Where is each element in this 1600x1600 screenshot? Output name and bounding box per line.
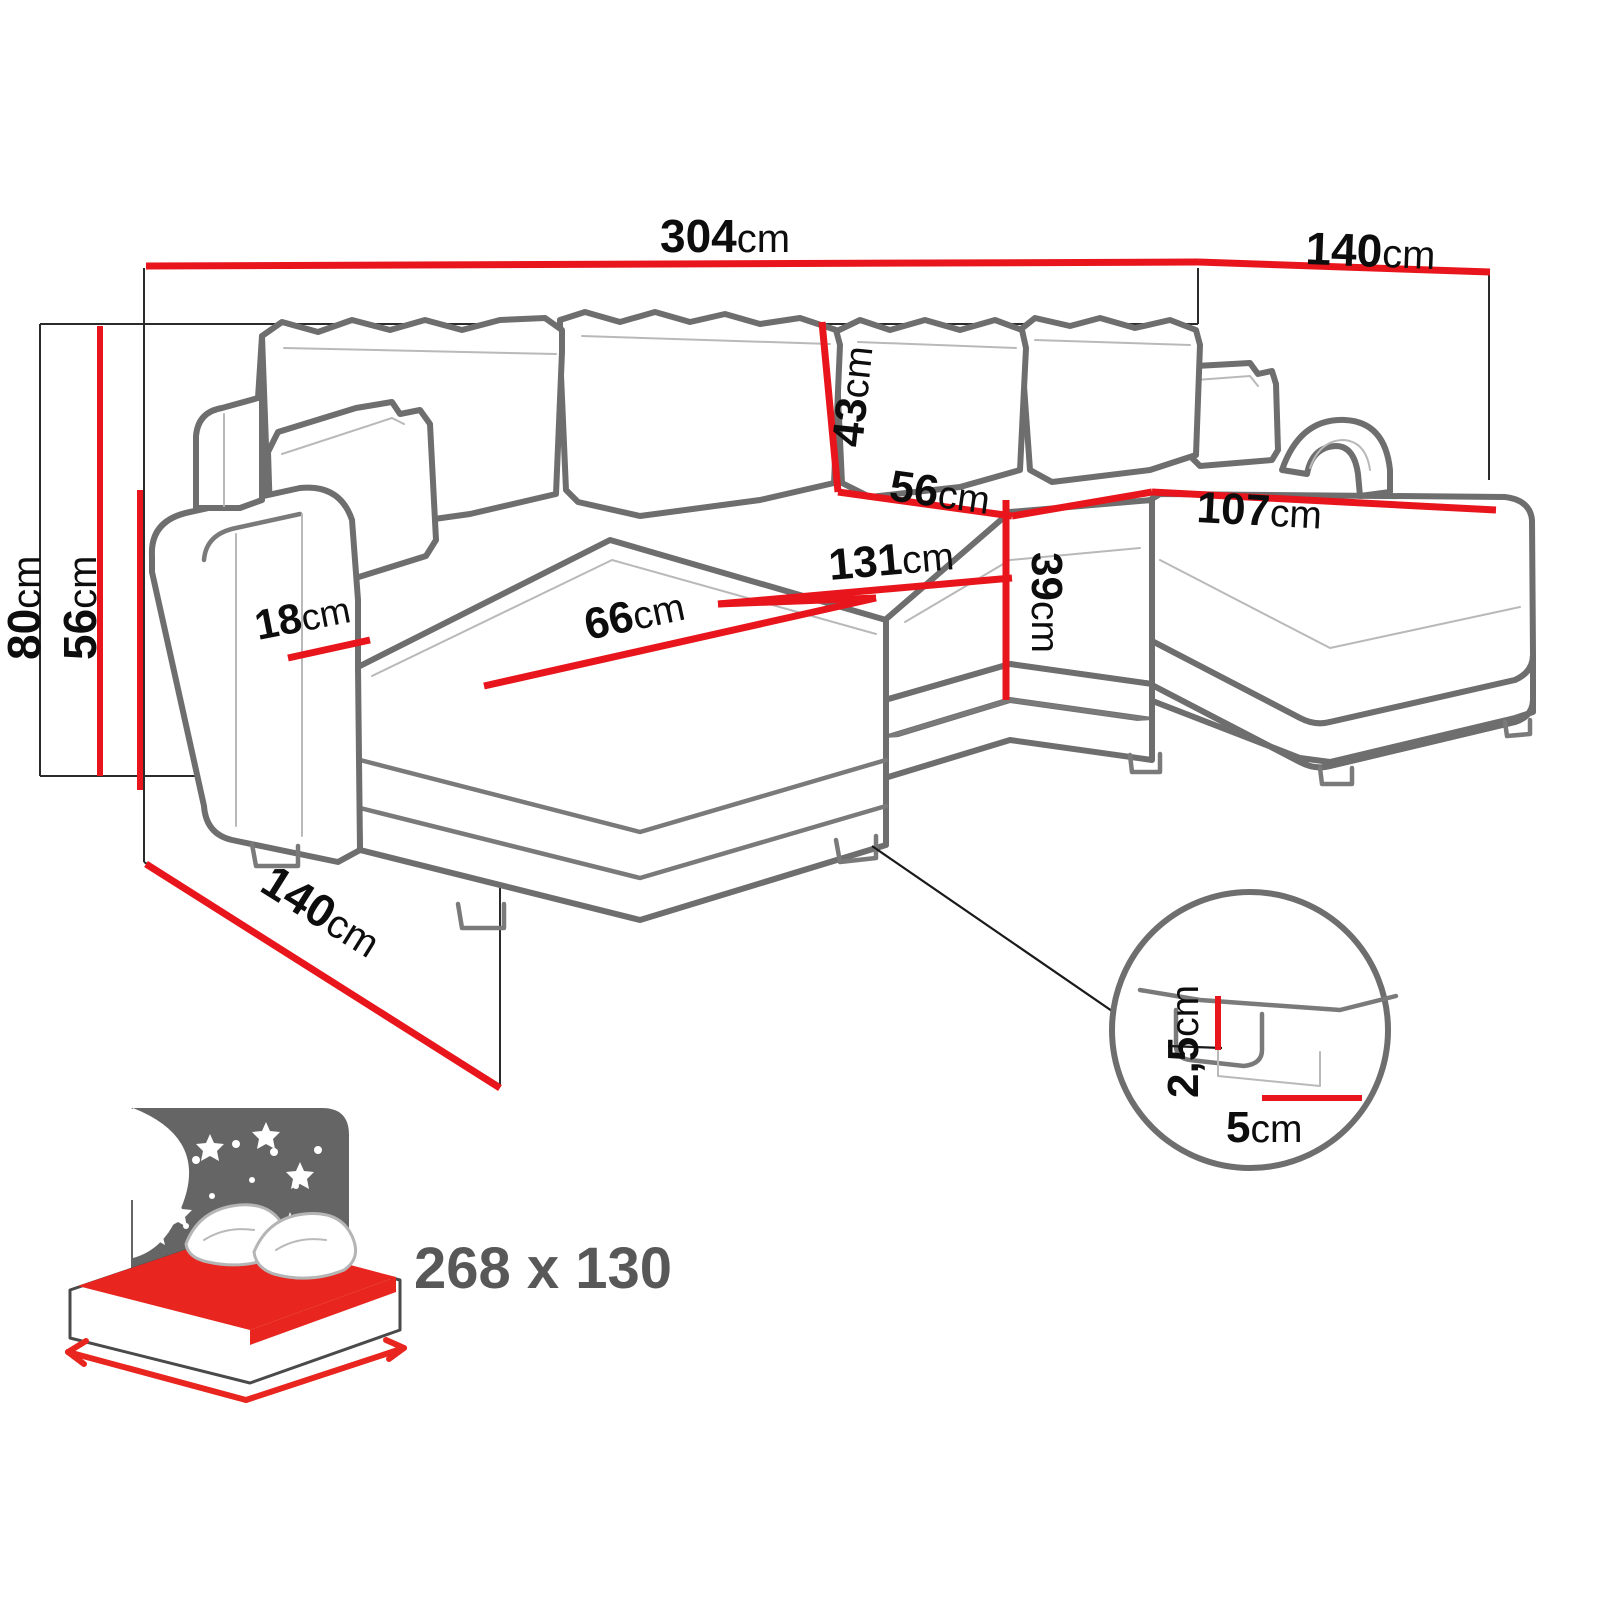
dim-line-front-depth <box>144 861 502 1091</box>
label-overall-height: 80cm <box>0 556 50 661</box>
sleep-area-label: 268 x 130 <box>414 1236 672 1301</box>
label-center-seat-width: 131cm <box>827 530 956 590</box>
dimension-labels: 304cm 140cm 80cm 56cm 18cm 66cm <box>0 210 1437 967</box>
sofa-illustration <box>148 309 1536 931</box>
label-seat-height: 39cm <box>1022 552 1071 653</box>
label-right-chaise-width: 107cm <box>1195 483 1323 538</box>
label-back-cushion-height: 43cm <box>823 344 882 450</box>
dim-line-armrest-width <box>287 636 371 662</box>
dim-line-back-cushion-height <box>818 321 842 493</box>
label-seat-depth-left: 66cm <box>580 581 689 650</box>
dim-line-right-chaise-width <box>1151 488 1497 514</box>
dim-line-right-depth <box>1197 258 1491 276</box>
center-seat-module <box>832 315 1203 781</box>
label-overall-width: 304cm <box>660 210 790 262</box>
dim-line-center-seat-depth-b <box>1011 488 1153 520</box>
right-chaise-module <box>1147 360 1536 787</box>
dimension-lines <box>97 258 1497 1091</box>
label-armrest-width: 18cm <box>251 584 354 648</box>
dim-line-seat-depth-left <box>483 594 877 690</box>
label-back-height: 56cm <box>54 556 106 661</box>
label-foot-width: 5cm <box>1226 1103 1302 1152</box>
bed-depth-arrow <box>243 1345 407 1403</box>
detail-leader-line <box>871 845 1129 1023</box>
dim-line-center-seat-depth <box>837 488 1013 520</box>
label-front-depth: 140cm <box>253 854 391 967</box>
label-foot-height: 2,5cm <box>1159 985 1208 1098</box>
dim-line-center-seat-width-b <box>717 594 877 608</box>
left-chaise-module <box>148 309 889 931</box>
bed-width-arrow <box>65 1349 249 1403</box>
bed-sleep-icon: 268 x 130 <box>65 1108 672 1403</box>
dim-line-overall-width <box>145 258 1199 270</box>
label-center-seat-depth: 56cm <box>887 461 994 524</box>
foot-detail-callout: 2,5cm 5cm <box>1109 889 1399 1171</box>
label-right-depth: 140cm <box>1305 222 1437 279</box>
